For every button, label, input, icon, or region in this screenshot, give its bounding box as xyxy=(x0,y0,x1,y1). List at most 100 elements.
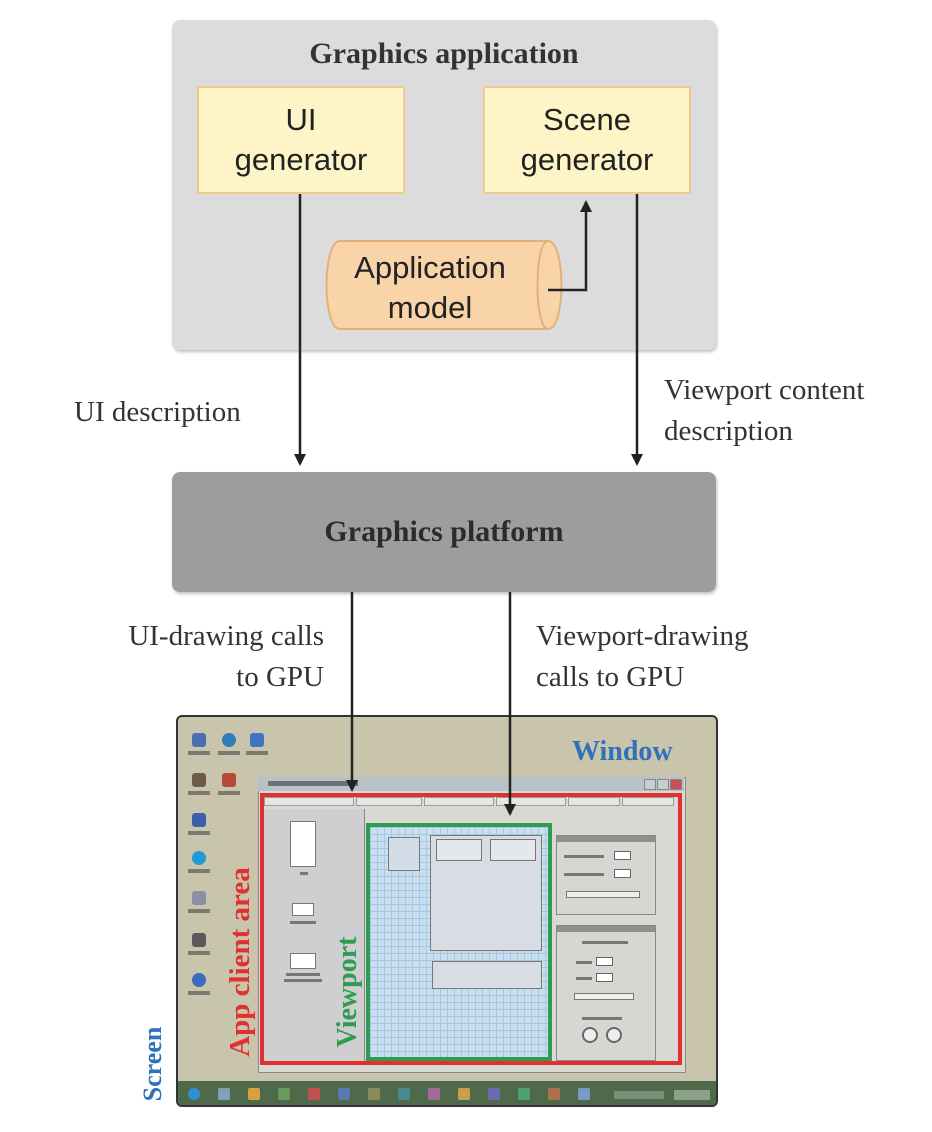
desktop-icon xyxy=(192,933,206,947)
viewport-content-description-line2: description xyxy=(664,415,793,447)
tab[interactable] xyxy=(424,797,494,806)
canvas-armoire[interactable] xyxy=(432,961,542,989)
window-title-text xyxy=(268,781,358,786)
start-button-icon[interactable] xyxy=(188,1088,200,1100)
taskbar-app-icon[interactable] xyxy=(428,1088,440,1100)
desktop-icon xyxy=(192,733,206,747)
ui-generator-label-line1: UI xyxy=(285,102,317,137)
minimize-button[interactable] xyxy=(644,779,656,790)
system-tray xyxy=(614,1091,664,1099)
viewport-drawing-calls-label: Viewport-drawing calls to GPU xyxy=(536,616,748,698)
taskbar-app-icon[interactable] xyxy=(278,1088,290,1100)
taskbar-app-icon[interactable] xyxy=(368,1088,380,1100)
armoire-item[interactable] xyxy=(290,953,316,969)
window-titlebar xyxy=(258,777,684,791)
night-stand-caption xyxy=(290,921,316,924)
ui-drawing-calls-line1: UI-drawing calls xyxy=(128,620,324,652)
room-width-caption xyxy=(564,855,604,858)
taskbar-app-icon[interactable] xyxy=(308,1088,320,1100)
panel-header xyxy=(557,926,655,932)
close-button[interactable] xyxy=(670,779,682,790)
taskbar-app-icon[interactable] xyxy=(548,1088,560,1100)
ui-generator-box: UI generator xyxy=(197,86,405,194)
viewport-drawing-calls-line1: Viewport-drawing xyxy=(536,620,749,652)
desktop-icon-caption xyxy=(188,751,210,755)
bed-caption xyxy=(300,872,308,875)
rotate-right-icon[interactable] xyxy=(606,1027,622,1043)
width-caption xyxy=(576,961,592,964)
rotate-caption xyxy=(582,1017,622,1020)
resize-room-button[interactable] xyxy=(566,891,640,898)
desktop-icon-caption xyxy=(188,991,210,995)
taskbar-app-icon[interactable] xyxy=(398,1088,410,1100)
armoire-caption xyxy=(284,979,322,982)
ui-generator-label-line2: generator xyxy=(234,142,368,177)
rotate-left-icon[interactable] xyxy=(582,1027,598,1043)
item-name-caption xyxy=(582,941,628,944)
application-model-label-line1: Application xyxy=(354,250,506,285)
ui-drawing-calls-label: UI-drawing calls to GPU xyxy=(70,616,324,698)
taskbar-app-icon[interactable] xyxy=(218,1088,230,1100)
tab[interactable] xyxy=(622,797,674,806)
canvas-pillow[interactable] xyxy=(490,839,536,861)
desktop-icon-caption xyxy=(246,751,268,755)
scene-generator-label-line2: generator xyxy=(520,142,654,177)
scene-generator-label-line1: Scene xyxy=(543,102,631,137)
screen-label: Screen xyxy=(138,1026,167,1102)
desktop-icon-caption xyxy=(188,951,210,955)
window-label: Window xyxy=(572,736,673,767)
desktop-icon-caption xyxy=(218,791,240,795)
application-model-label: Application model xyxy=(320,248,540,328)
tab[interactable] xyxy=(568,797,620,806)
desktop-icon-caption xyxy=(188,831,210,835)
canvas-pillow[interactable] xyxy=(436,839,482,861)
desktop-icon-caption xyxy=(188,909,210,913)
ui-description-label: UI description xyxy=(74,396,241,428)
desktop-icon xyxy=(250,733,264,747)
graphics-application-title: Graphics application xyxy=(309,37,579,70)
night-stand-item[interactable] xyxy=(292,903,314,916)
viewport-content-description-label: Viewport content description xyxy=(664,370,864,452)
length-caption xyxy=(576,977,592,980)
desktop-icon-caption xyxy=(188,791,210,795)
item-width-field[interactable] xyxy=(596,957,613,966)
bed-item[interactable] xyxy=(290,821,316,867)
desktop-icon xyxy=(222,733,236,747)
ui-drawing-calls-line2: to GPU xyxy=(236,661,324,693)
desktop-icon xyxy=(192,973,206,987)
resize-item-button[interactable] xyxy=(574,993,634,1000)
scene-generator-box: Scene generator xyxy=(483,86,691,194)
panel-header xyxy=(557,836,655,842)
tab-bar xyxy=(264,797,678,807)
tab[interactable] xyxy=(264,797,354,806)
app-client-area-label: App client area xyxy=(224,867,256,1057)
taskbar-app-icon[interactable] xyxy=(578,1088,590,1100)
canvas-night-stand[interactable] xyxy=(388,837,420,871)
taskbar-app-icon[interactable] xyxy=(338,1088,350,1100)
maximize-button[interactable] xyxy=(657,779,669,790)
graphics-platform-title: Graphics platform xyxy=(324,515,564,548)
taskbar-clock xyxy=(674,1090,710,1100)
viewport-content-description-line1: Viewport content xyxy=(664,374,865,406)
tab[interactable] xyxy=(356,797,422,806)
desktop-icon xyxy=(222,773,236,787)
item-length-field[interactable] xyxy=(596,973,613,982)
room-length-caption xyxy=(564,873,604,876)
viewport-label: Viewport xyxy=(332,936,363,1048)
taskbar-app-icon[interactable] xyxy=(458,1088,470,1100)
room-width-field[interactable] xyxy=(614,851,631,860)
desktop-icon-caption xyxy=(218,751,240,755)
tab[interactable] xyxy=(496,797,566,806)
viewport-drawing-calls-line2: calls to GPU xyxy=(536,661,685,693)
desktop-icon xyxy=(192,773,206,787)
desktop-icon xyxy=(192,813,206,827)
taskbar-app-icon[interactable] xyxy=(518,1088,530,1100)
room-length-field[interactable] xyxy=(614,869,631,878)
desktop-icon xyxy=(192,891,206,905)
taskbar-app-icon[interactable] xyxy=(488,1088,500,1100)
application-model-label-line2: model xyxy=(387,290,473,325)
screen-mockup xyxy=(176,715,718,1107)
desktop-icon-caption xyxy=(188,869,210,873)
armoire-caption xyxy=(286,973,320,976)
taskbar-app-icon[interactable] xyxy=(248,1088,260,1100)
